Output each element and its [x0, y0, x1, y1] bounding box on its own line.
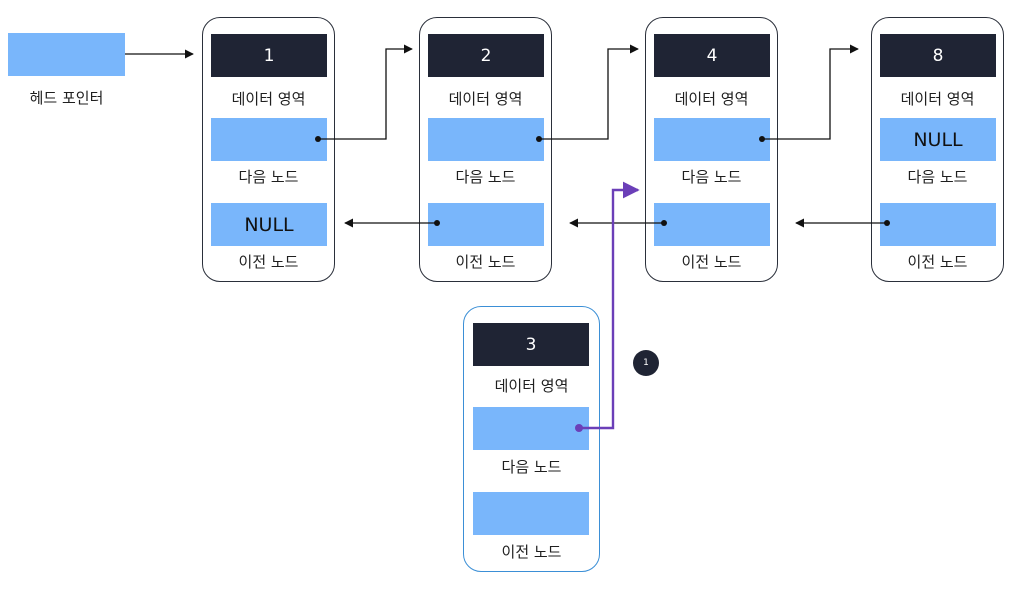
- data-area-label: 데이터 영역: [448, 90, 523, 108]
- data-area-label: 데이터 영역: [494, 377, 569, 395]
- node-data-box: 8: [880, 34, 996, 77]
- list-node-8: 8 데이터 영역 NULL 다음 노드 이전 노드: [871, 17, 1004, 282]
- node-data-box: 2: [428, 34, 544, 77]
- prev-pointer-box: [654, 203, 770, 246]
- list-node-4: 4 데이터 영역 다음 노드 이전 노드: [645, 17, 778, 282]
- list-node-1: 1 데이터 영역 다음 노드 NULL 이전 노드: [202, 17, 335, 282]
- next-node-label: 다음 노드: [907, 168, 968, 186]
- prev-pointer-box: NULL: [211, 203, 327, 246]
- next-pointer-box: [428, 118, 544, 161]
- node-value: 4: [706, 45, 718, 66]
- next-node-label: 다음 노드: [681, 168, 742, 186]
- list-node-2: 2 데이터 영역 다음 노드 이전 노드: [419, 17, 552, 282]
- node-value: 2: [480, 45, 492, 66]
- next-node-label: 다음 노드: [455, 168, 516, 186]
- new-list-node-3: 3 데이터 영역 다음 노드 이전 노드: [463, 306, 600, 572]
- node-value: 1: [263, 45, 275, 66]
- data-area-label: 데이터 영역: [231, 90, 306, 108]
- prev-node-label: 이전 노드: [455, 253, 516, 271]
- prev-pointer-box: [880, 203, 996, 246]
- next-pointer-box: [211, 118, 327, 161]
- next-pointer-box: [473, 407, 589, 450]
- prev-node-label: 이전 노드: [907, 253, 968, 271]
- data-area-label: 데이터 영역: [900, 90, 975, 108]
- node-value: 3: [525, 334, 537, 355]
- next-node-label: 다음 노드: [238, 168, 299, 186]
- node-data-box: 1: [211, 34, 327, 77]
- prev-node-label: 이전 노드: [681, 253, 742, 271]
- next-pointer-value: NULL: [913, 128, 963, 151]
- prev-pointer-box: [473, 492, 589, 535]
- prev-node-label: 이전 노드: [238, 253, 299, 271]
- next-pointer-box: NULL: [880, 118, 996, 161]
- prev-pointer-value: NULL: [244, 213, 294, 236]
- head-pointer-box: [8, 33, 125, 76]
- next-node-label: 다음 노드: [501, 458, 562, 476]
- node-value: 8: [932, 45, 944, 66]
- data-area-label: 데이터 영역: [674, 90, 749, 108]
- node-data-box: 3: [473, 323, 589, 366]
- step-number-badge: 1: [633, 350, 659, 376]
- next-pointer-box: [654, 118, 770, 161]
- next-arrow-2-to-4: [539, 44, 639, 140]
- node-data-box: 4: [654, 34, 770, 77]
- head-pointer-label: 헤드 포인터: [29, 89, 104, 107]
- prev-node-label: 이전 노드: [501, 543, 562, 561]
- prev-pointer-box: [428, 203, 544, 246]
